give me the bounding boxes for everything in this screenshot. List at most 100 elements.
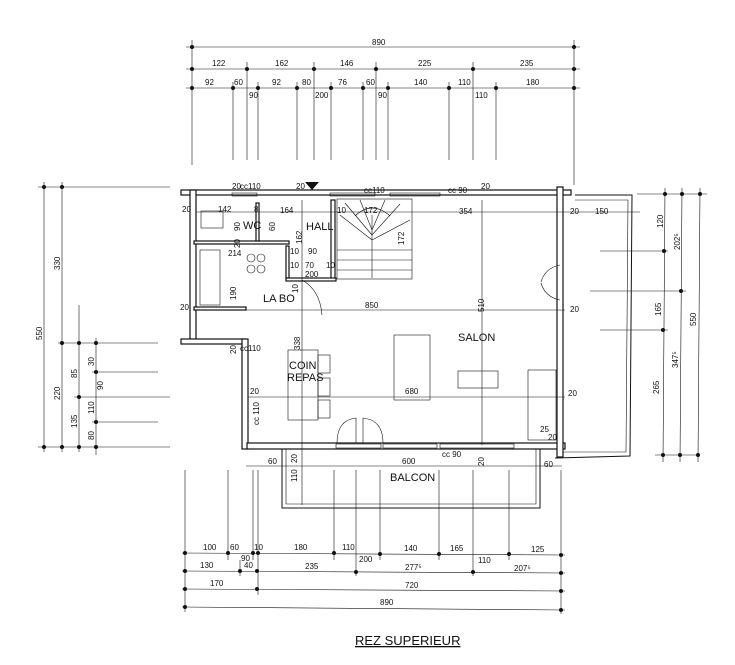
- dim-label: 92: [272, 78, 281, 87]
- dim-label: 60: [366, 78, 375, 87]
- dim-label: 235: [305, 562, 319, 571]
- dim-label: 10: [290, 261, 299, 270]
- dim-label: 150: [595, 207, 609, 216]
- dim-label: 80: [87, 431, 96, 440]
- dim-label: 550: [689, 312, 698, 326]
- dim-label: 20: [290, 454, 299, 463]
- entrance-arrow-icon: [305, 182, 319, 190]
- dim-label: cc 90: [448, 186, 468, 195]
- dim-label: 110: [475, 91, 488, 100]
- dim-label: 20: [229, 345, 238, 354]
- dim-label: 20: [477, 457, 486, 466]
- dim-label: 40: [244, 561, 253, 570]
- drawing-title: REZ SUPERIEUR: [355, 633, 460, 648]
- dim-label: 90: [249, 91, 258, 100]
- dim-label: 60: [268, 457, 277, 466]
- dim-label: 125: [531, 545, 545, 554]
- dim-label: 720: [405, 581, 419, 590]
- interior-dimensions: 20 cc110 20 cc110 cc 90 20 20 142 8 164 …: [180, 182, 609, 482]
- dim-label: 142: [218, 205, 232, 214]
- dim-label: 172: [397, 231, 406, 245]
- dim-label: 10: [254, 543, 263, 552]
- dim-label: 162: [295, 230, 304, 244]
- dim-label: 90: [241, 554, 250, 563]
- dim-label: 25: [540, 425, 549, 434]
- kitchen-sink: [199, 249, 221, 306]
- dim-label: 890: [372, 38, 386, 47]
- room-label-wc: WC: [243, 220, 261, 232]
- room-label-labo: LA BO: [263, 293, 295, 305]
- dim-label: 90: [308, 247, 317, 256]
- dim-label: 330: [53, 256, 62, 270]
- dim-label: cc 110: [252, 401, 261, 425]
- dim-label: 510: [477, 298, 486, 312]
- dim-label: 135: [70, 414, 79, 428]
- dim-label: 70: [305, 261, 314, 270]
- dim-label: 890: [380, 598, 394, 607]
- dim-label: 10: [337, 206, 346, 215]
- dim-label: 235: [520, 59, 534, 68]
- dim-label: 110: [342, 543, 355, 552]
- dim-label: 220: [53, 386, 62, 400]
- dim-label: 277⁵: [405, 563, 422, 572]
- dim-label: 172: [364, 206, 378, 215]
- dim-label: 140: [404, 544, 418, 553]
- dim-label: 90: [233, 222, 242, 231]
- staircase: [336, 198, 413, 280]
- dim-label: 162: [275, 59, 289, 68]
- dim-label: 20: [180, 303, 189, 312]
- dim-label: 8: [254, 205, 259, 214]
- dim-label: 85: [70, 369, 79, 378]
- dim-label: 30: [87, 357, 96, 366]
- dim-label: 165: [654, 302, 663, 316]
- dim-label: 200: [305, 270, 319, 279]
- dim-label: 140: [414, 78, 428, 87]
- dim-label: 200: [315, 91, 329, 100]
- dim-label: 20: [481, 182, 490, 191]
- sofa: [393, 334, 431, 401]
- dim-label: 214: [228, 249, 242, 258]
- dim-label: 110: [478, 556, 491, 565]
- room-label-repas: REPAS: [287, 372, 323, 384]
- dim-label: 225: [418, 59, 432, 68]
- dim-label: 207⁵: [514, 564, 531, 573]
- dim-label: 60: [268, 222, 277, 231]
- dim-label: 60: [544, 460, 553, 469]
- dim-label: cc 90: [442, 450, 462, 459]
- dim-label: 110: [458, 78, 471, 87]
- dim-label: 120: [656, 214, 665, 228]
- dim-label: 60: [234, 78, 243, 87]
- dim-label: 90: [96, 381, 105, 390]
- room-label-salon: SALON: [458, 332, 495, 344]
- dim-label: 92: [205, 78, 214, 87]
- dim-label: 20: [568, 389, 577, 398]
- building-outline: [180, 186, 633, 459]
- dim-label: 180: [294, 543, 308, 552]
- dim-label: 110: [87, 401, 96, 414]
- dim-label: 164: [280, 206, 294, 215]
- dim-label: 20: [296, 182, 305, 191]
- dim-label: 20: [548, 433, 557, 442]
- dim-label: 202⁵: [673, 233, 682, 250]
- dim-label: 146: [340, 59, 354, 68]
- top-dimensions: 890 122 162 146 225 235 92 60 92 80 76 6…: [186, 38, 580, 185]
- dim-label: 10: [291, 284, 300, 293]
- armchair: [527, 369, 557, 441]
- dim-label: 170: [210, 579, 224, 588]
- dim-label: 20: [233, 239, 242, 248]
- right-dimensions: 120 202⁵ 165 347⁵ 265 550: [590, 187, 707, 463]
- room-label-hall: HALL: [306, 221, 334, 233]
- coffee-table: [457, 370, 499, 389]
- dim-label: 10: [290, 247, 299, 256]
- dim-label: 165: [450, 544, 464, 553]
- dim-label: 20: [250, 387, 259, 396]
- dim-label: 20: [570, 305, 579, 314]
- room-label-coin: COIN: [289, 360, 317, 372]
- dim-label: 110: [290, 469, 299, 482]
- dim-label: 190: [229, 286, 238, 300]
- dim-label: 550: [35, 326, 44, 340]
- dim-label: 80: [302, 78, 311, 87]
- dim-label: 90: [378, 91, 387, 100]
- dim-label: 20: [182, 205, 191, 214]
